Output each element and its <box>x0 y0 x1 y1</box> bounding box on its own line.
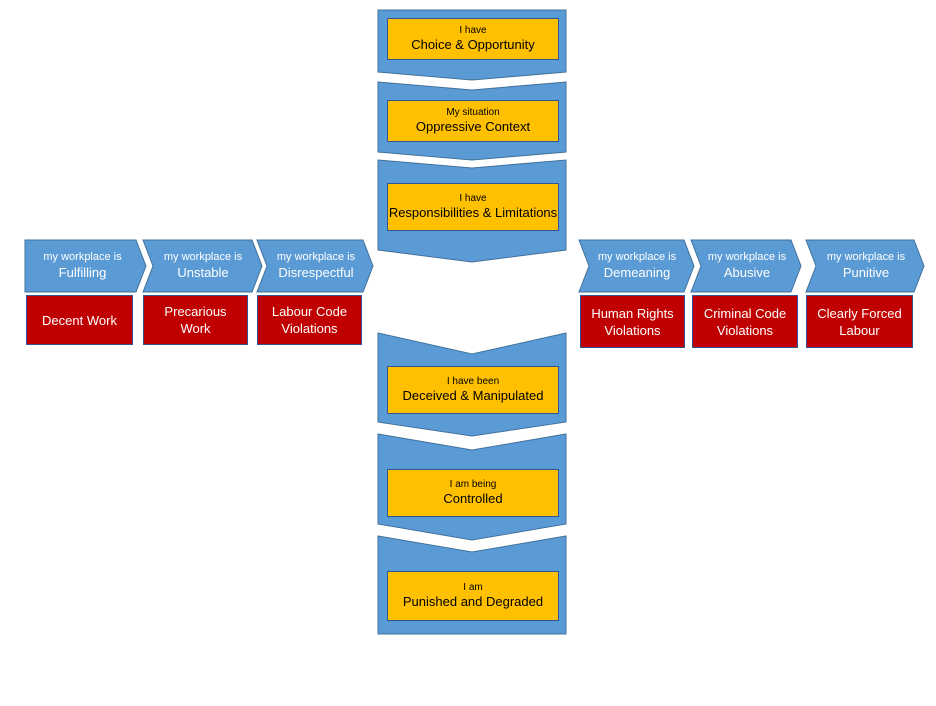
right-chevron-5 <box>690 239 802 293</box>
workplace-1-large: Fulfilling <box>58 265 107 280</box>
stage-6-small: I am <box>463 582 483 593</box>
outcome-5-line1: Criminal Code <box>703 305 787 321</box>
stage-box-4: I have been Deceived & Manipulated <box>387 366 559 414</box>
stage-3-small: I have <box>459 193 487 204</box>
workplace-chevron-1: my workplace is Fulfilling <box>25 242 140 290</box>
outcome-box-5: Criminal Code Violations <box>692 295 798 348</box>
stage-box-6: I am Punished and Degraded <box>387 571 559 621</box>
stage-1-large: Choice & Opportunity <box>411 37 535 52</box>
stage-4-large: Deceived & Manipulated <box>402 388 544 403</box>
workplace-4-small: my workplace is <box>597 251 677 263</box>
stage-box-1: I have Choice & Opportunity <box>387 18 559 60</box>
workplace-2-large: Unstable <box>177 265 229 280</box>
outcome-6-line2: Labour <box>839 322 880 338</box>
workplace-chevron-3: my workplace is Disrespectful <box>262 242 370 290</box>
outcome-3-line1: Labour Code <box>271 304 348 319</box>
workplace-6-large: Punitive <box>842 265 890 280</box>
workplace-3-small: my workplace is <box>276 251 356 263</box>
workplace-chevron-5: my workplace is Abusive <box>696 242 798 290</box>
right-chevron-4 <box>578 239 695 293</box>
workplace-chevron-2: my workplace is Unstable <box>148 242 258 290</box>
right-chevron-2 <box>142 239 263 293</box>
outcome-box-1: Decent Work <box>26 295 133 345</box>
stage-box-5: I am being Controlled <box>387 469 559 517</box>
workplace-chevron-6: my workplace is Punitive <box>811 242 921 290</box>
stage-5-small: I am being <box>449 479 497 490</box>
outcome-box-2: Precarious Work <box>143 295 248 345</box>
stage-2-small: My situation <box>446 107 500 118</box>
stage-4-small: I have been <box>446 376 500 387</box>
workplace-6-small: my workplace is <box>826 251 906 263</box>
workplace-1-small: my workplace is <box>43 251 122 263</box>
workplace-5-large: Abusive <box>723 265 771 280</box>
stage-1-small: I have <box>459 25 487 36</box>
outcome-5-line2: Violations <box>716 322 774 338</box>
workplace-3-large: Disrespectful <box>278 265 354 280</box>
right-chevron-1 <box>24 239 147 293</box>
outcome-3-line2: Violations <box>281 321 338 336</box>
outcome-6-line1: Clearly Forced <box>817 305 902 321</box>
right-chevron-6 <box>805 239 925 293</box>
outcome-4-line1: Human Rights <box>591 305 674 321</box>
stage-3-large: Responsibilities & Limitations <box>388 205 558 220</box>
workplace-2-small: my workplace is <box>163 251 243 263</box>
workplace-4-large: Demeaning <box>603 265 671 280</box>
stage-6-large: Punished and Degraded <box>402 594 544 609</box>
stage-box-2: My situation Oppressive Context <box>387 100 559 142</box>
workplace-5-small: my workplace is <box>707 251 787 263</box>
outcome-box-4: Human Rights Violations <box>580 295 685 348</box>
stage-box-3: I have Responsibilities & Limitations <box>387 183 559 231</box>
outcome-2-line1: Precarious Work <box>164 304 227 336</box>
outcome-4-line2: Violations <box>604 322 661 338</box>
outcome-1-line1: Decent Work <box>42 312 117 328</box>
workplace-chevron-4: my workplace is Demeaning <box>584 242 690 290</box>
stage-5-large: Controlled <box>443 491 503 506</box>
outcome-box-3: Labour Code Violations <box>257 295 362 345</box>
right-chevron-3 <box>256 239 374 293</box>
stage-2-large: Oppressive Context <box>415 119 531 134</box>
outcome-box-6: Clearly Forced Labour <box>806 295 913 348</box>
